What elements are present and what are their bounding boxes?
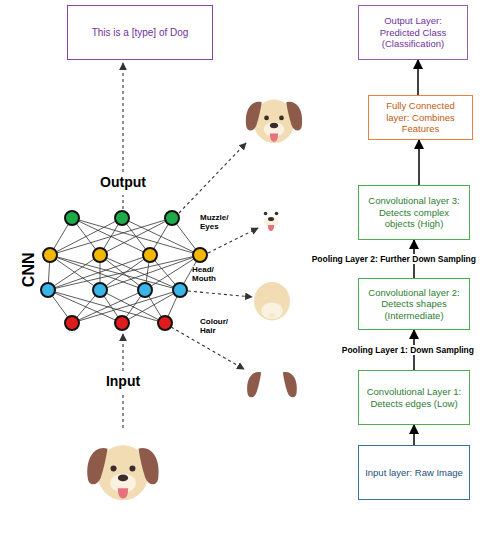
- box-text: Fully Connected layer: Combines Features: [374, 100, 467, 134]
- box-text: Convolutional Layer 1: Detects edges (Lo…: [364, 386, 464, 409]
- feature-label: Colour/ Hair: [200, 318, 242, 336]
- pooling-label: Pooling Layer 1: Down Sampling: [340, 345, 476, 355]
- conv-layer-box: Convolutional layer 2: Detects shapes (I…: [358, 278, 470, 330]
- input-label: Input: [106, 374, 140, 389]
- leader-lines: [123, 63, 258, 428]
- output-layer-box: Output Layer: Predicted Class (Classific…: [358, 5, 468, 60]
- output-label: Output: [100, 175, 146, 190]
- feature-label: Head/ Mouth: [192, 266, 234, 284]
- cnn-label: CNN: [19, 253, 37, 288]
- box-text: Convolutional layer 3: Detects complex o…: [364, 195, 464, 229]
- box-text: Input layer: Raw Image: [365, 467, 463, 478]
- dog-ears-colour: [247, 372, 297, 397]
- conv-layer-box: Convolutional layer 3: Detects complex o…: [358, 185, 470, 240]
- dog-input-image: [87, 445, 158, 500]
- flow-arrow: [418, 140, 420, 185]
- dog-head-mouth: [254, 282, 290, 320]
- result-box: This is a [type] of Dog: [67, 5, 213, 60]
- flow-arrow: [413, 425, 415, 445]
- flow-arrow: [417, 60, 419, 95]
- dog-muzzle-eyes: [264, 212, 279, 231]
- dog-output-image: [246, 100, 302, 144]
- input-layer-box: Input layer: Raw Image: [358, 445, 470, 500]
- box-text: This is a [type] of Dog: [92, 27, 189, 39]
- network-links: [48, 218, 200, 323]
- network-neurons: [41, 211, 207, 330]
- fully-connected-box: Fully Connected layer: Combines Features: [368, 95, 473, 140]
- feature-label: Muzzle/ Eyes: [200, 214, 242, 232]
- conv-layer-box: Convolutional Layer 1: Detects edges (Lo…: [358, 370, 470, 425]
- box-text: Output Layer: Predicted Class (Classific…: [364, 15, 462, 49]
- box-text: Convolutional layer 2: Detects shapes (I…: [364, 287, 464, 321]
- pooling-label: Pooling Layer 2: Further Down Sampling: [310, 254, 478, 264]
